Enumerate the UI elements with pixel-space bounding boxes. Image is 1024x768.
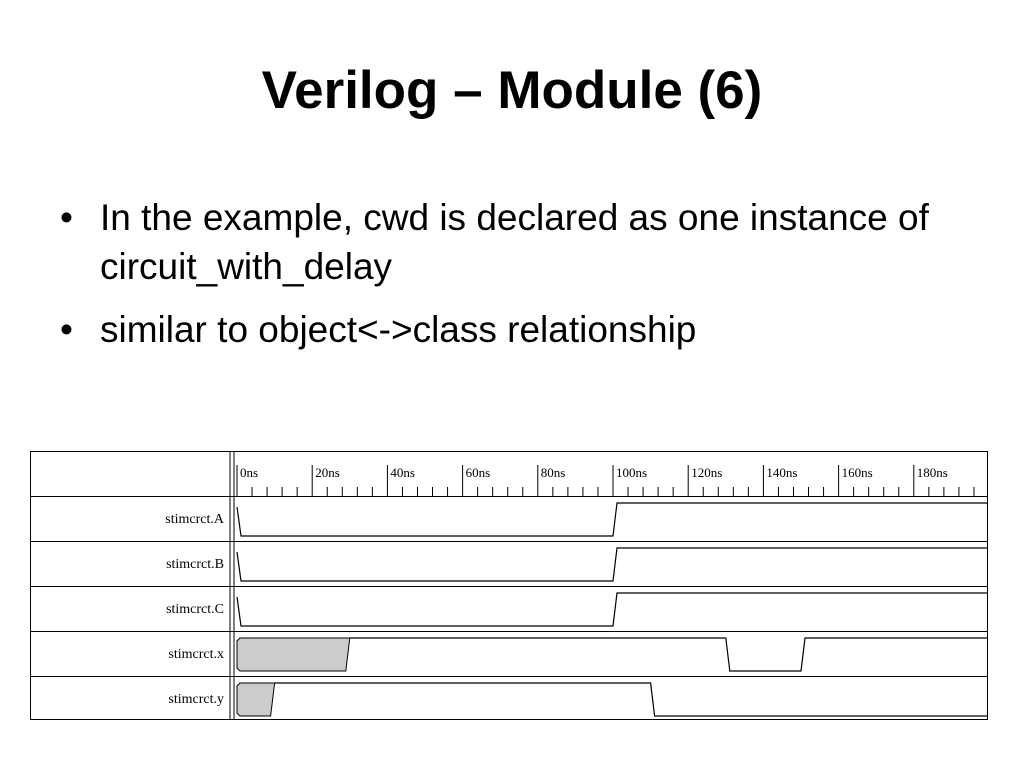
- signal-name: stimcrct.y: [168, 692, 224, 707]
- signal-trace: [236, 592, 987, 627]
- bullet-text: In the example, cwd is declared as one i…: [100, 197, 929, 287]
- bullet-list: • In the example, cwd is declared as one…: [58, 193, 958, 368]
- time-tick-label: 20ns: [315, 465, 340, 480]
- signal-trace: [274, 682, 987, 717]
- time-tick-label: 180ns: [917, 465, 948, 480]
- time-tick-label: 160ns: [842, 465, 873, 480]
- signal-name: stimcrct.B: [166, 557, 224, 572]
- signal-trace: [236, 502, 987, 537]
- bullet-item: • similar to object<->class relationship: [58, 305, 958, 354]
- unknown-value-region: [236, 637, 351, 672]
- unknown-value-region: [236, 682, 276, 717]
- bullet-text: similar to object<->class relationship: [100, 309, 697, 350]
- time-tick-label: 100ns: [616, 465, 647, 480]
- time-tick-label: 120ns: [691, 465, 722, 480]
- waveform-frame: [30, 451, 988, 720]
- bullet-item: • In the example, cwd is declared as one…: [58, 193, 958, 291]
- time-tick-label: 40ns: [390, 465, 415, 480]
- time-tick-label: 0ns: [240, 465, 258, 480]
- slide-title: Verilog – Module (6): [261, 61, 763, 120]
- waveform-diagram: 0ns 20ns 40ns 60ns 80ns 100ns 120ns 140ns 160ns 1…: [30, 451, 988, 720]
- signal-name: stimcrct.x: [168, 647, 224, 662]
- bullet-dot-icon: •: [60, 197, 73, 238]
- time-tick-label: 60ns: [466, 465, 491, 480]
- signal-trace: [236, 547, 987, 582]
- time-tick-label: 140ns: [766, 465, 797, 480]
- signal-trace: [349, 637, 987, 672]
- bullet-dot-icon: •: [60, 309, 73, 350]
- waveform-viewer: 0ns 20ns 40ns 60ns 80ns 100ns 120ns 140ns 160ns 1…: [30, 451, 988, 720]
- signal-name: stimcrct.A: [165, 512, 225, 527]
- signal-name: stimcrct.C: [166, 602, 224, 617]
- time-tick-label: 80ns: [541, 465, 566, 480]
